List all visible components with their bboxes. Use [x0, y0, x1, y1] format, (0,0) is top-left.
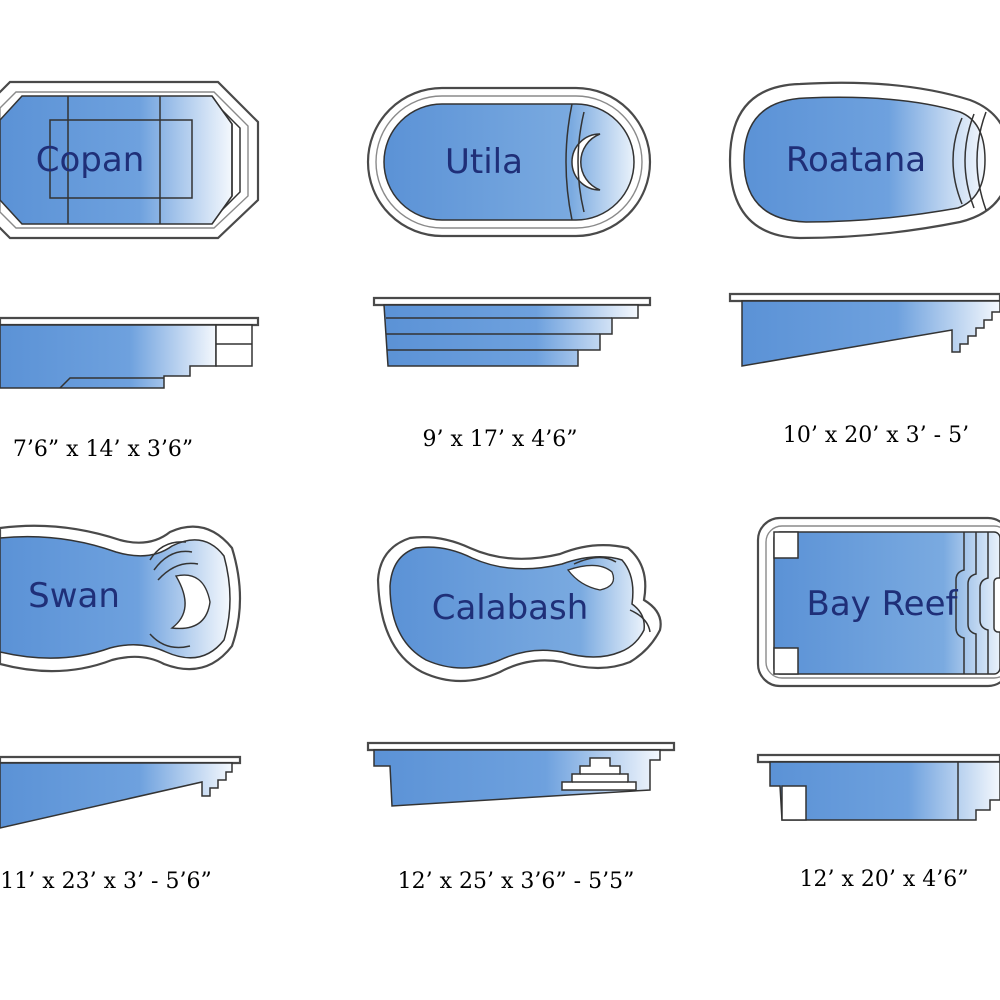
copan-top-view: Copan [0, 80, 260, 240]
pool-card-utila: Utila 9’ x 17’ x 4’6” [366, 86, 652, 452]
bay-reef-side-view [756, 753, 1000, 821]
pool-dimensions-roatana: 10’ x 20’ x 3’ - 5’ [783, 423, 969, 448]
pool-dimensions-bay-reef: 12’ x 20’ x 4’6” [800, 867, 969, 892]
pool-name-roatana: Roatana [786, 140, 926, 180]
pool-name-calabash: Calabash [432, 588, 589, 628]
pool-card-calabash: Calabash 12’ x 25’ x 3’6” - 5’5” [366, 536, 676, 894]
calabash-top-view: Calabash [376, 536, 662, 683]
calabash-side-view [366, 741, 676, 807]
roatana-side-view [728, 292, 1000, 367]
pool-card-bay-reef: Bay Reef 12’ x 20’ x 4’6” [756, 516, 1000, 892]
pool-dimensions-copan: 7’6” x 14’ x 3’6” [13, 437, 193, 462]
pool-card-copan: Copan 7’6” x 14’ x 3’6” [0, 80, 260, 462]
copan-side-view [0, 316, 260, 389]
swan-top-view: Swan [0, 524, 242, 673]
bay-reef-top-view: Bay Reef [756, 516, 1000, 688]
pool-dimensions-swan: 11’ x 23’ x 3’ - 5’6” [0, 869, 211, 894]
pool-card-roatana: Roatana 10’ x 20’ x 3’ - 5’ [728, 81, 1000, 448]
utila-side-view [372, 296, 652, 367]
pool-card-swan: Swan 11’ x 23’ x 3’ - 5’6” [0, 524, 242, 894]
pool-name-swan: Swan [28, 576, 120, 616]
pool-name-bay-reef: Bay Reef [807, 584, 959, 624]
utila-top-view: Utila [366, 86, 652, 238]
pool-name-utila: Utila [445, 142, 523, 182]
pool-dimensions-utila: 9’ x 17’ x 4’6” [423, 427, 578, 452]
roatana-top-view: Roatana [728, 81, 1000, 240]
pool-name-copan: Copan [36, 140, 145, 180]
swan-side-view [0, 755, 242, 829]
pool-dimensions-calabash: 12’ x 25’ x 3’6” - 5’5” [398, 869, 635, 894]
